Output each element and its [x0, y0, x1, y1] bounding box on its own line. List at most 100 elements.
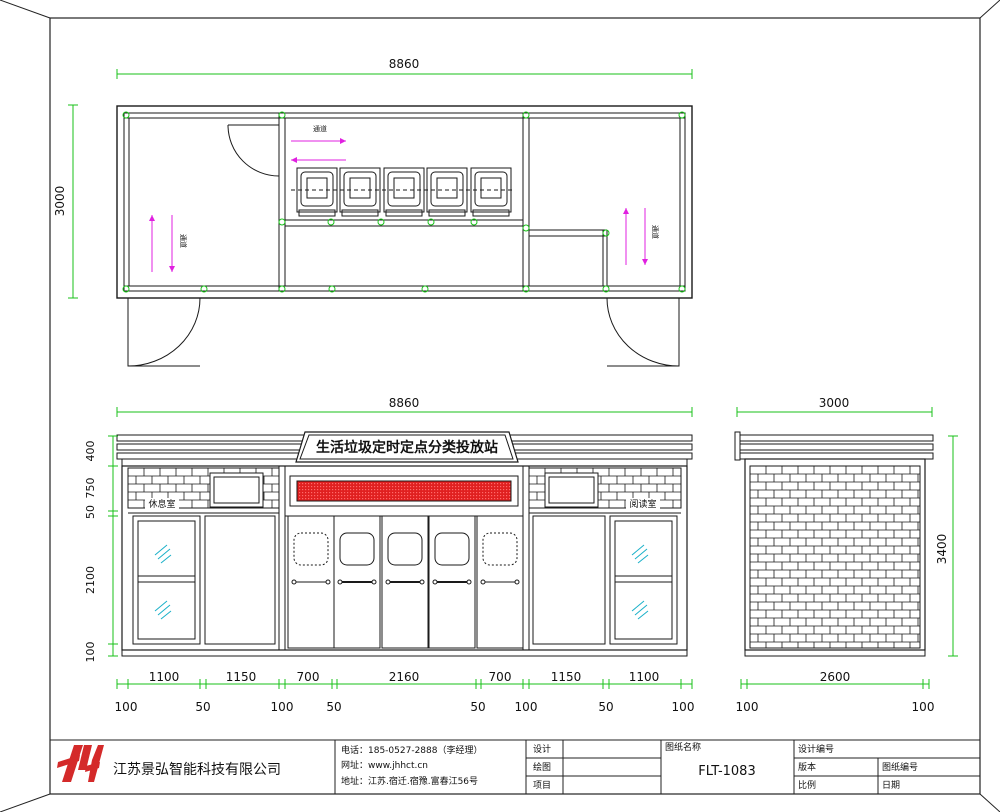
plan-view: 8860 3000 通道: [53, 57, 693, 367]
bin-door: [428, 515, 476, 649]
side-small-dim: 100: [912, 700, 935, 714]
side-height-dim: 3400: [935, 534, 949, 565]
front-vertical-dim: 50: [84, 505, 97, 519]
front-vertical-dim: 400: [84, 441, 97, 462]
front-bottom-dim: 1100: [149, 670, 180, 684]
front-small-dim: 100: [672, 700, 695, 714]
corner-mark: [979, 0, 1000, 19]
plan-bins: [291, 167, 515, 217]
bin-door: [381, 515, 429, 649]
bin-door: [476, 515, 524, 649]
front-small-dim: 100: [271, 700, 294, 714]
address-text: 地址：江苏.宿迁.宿豫.富春江56号: [341, 775, 478, 787]
column-node: [522, 285, 530, 293]
drawing-name: FLT-1083: [698, 764, 755, 779]
corner-mark: [979, 793, 1000, 812]
screen-right: [544, 472, 599, 508]
front-bottom-dim: 700: [297, 670, 320, 684]
scale-label: 比例: [798, 779, 816, 791]
plan-width-dim: 8860: [389, 57, 420, 71]
sign-text: 生活垃圾定时定点分类投放站: [316, 439, 498, 456]
plan-left-door: [127, 297, 201, 367]
column-node: [602, 229, 610, 237]
column-node: [328, 285, 336, 293]
side-small-dim: 100: [736, 700, 759, 714]
column-node: [278, 285, 286, 293]
front-bottom-dim: 1150: [551, 670, 582, 684]
plan-outer-wall: [116, 105, 693, 299]
screen-left: [209, 472, 264, 508]
column-node: [122, 285, 130, 293]
sign-board: [295, 431, 519, 463]
front-small-dim: 50: [195, 700, 210, 714]
column-node: [122, 111, 130, 119]
front-small-dim: 50: [326, 700, 341, 714]
title-block: 江苏景弘智能科技有限公司 电话：185-0527-2888（李经理） 网址：ww…: [50, 739, 980, 794]
drawing-name-label: 图纸名称: [665, 741, 701, 753]
wall-panel-left: [204, 515, 276, 645]
column-node: [421, 285, 429, 293]
front-bottom-dim: 1100: [629, 670, 660, 684]
side-elevation: 3000 3400 2600 100 100: [734, 396, 958, 714]
front-small-dim: 50: [470, 700, 485, 714]
design-label: 设计: [533, 743, 551, 755]
front-small-dim: 100: [115, 700, 138, 714]
column-node: [327, 218, 335, 226]
plan-right-door: [606, 297, 680, 367]
door-left-frame: [132, 515, 201, 645]
plan-depth-dim: 3000: [53, 186, 67, 217]
side-bottom-dim: 2600: [820, 670, 851, 684]
column-node: [377, 218, 385, 226]
aisle-label-right: 通道: [651, 225, 660, 239]
column-node: [522, 111, 530, 119]
front-small-dim: 100: [515, 700, 538, 714]
phone-text: 电话：185-0527-2888（李经理）: [341, 744, 482, 756]
column-node: [602, 285, 610, 293]
sheet-no-label: 图纸编号: [882, 761, 918, 773]
front-small-dim: 50: [598, 700, 613, 714]
sheet-border: [49, 17, 981, 795]
brick-wall-side: [749, 465, 921, 649]
plan-interior-door: [227, 124, 280, 177]
company-logo: [57, 745, 104, 782]
column-node: [470, 218, 478, 226]
corner-mark: [0, 793, 51, 812]
design-no-label: 设计编号: [798, 743, 834, 755]
column-node: [678, 285, 686, 293]
side-width-dim: 3000: [819, 396, 850, 410]
plan-inner-wall: [123, 112, 686, 292]
room-label-right: 阅读室: [629, 498, 656, 510]
bin-door: [333, 515, 381, 649]
wall-panel-right: [532, 515, 606, 645]
company-name: 江苏景弘智能科技有限公司: [113, 762, 281, 778]
column-node: [278, 218, 286, 226]
drawing-label: 绘图: [533, 761, 551, 773]
plan-column-nodes: [122, 111, 686, 293]
aisle-label-left: 通道: [179, 234, 188, 248]
front-vertical-dim: 100: [84, 642, 97, 663]
front-bottom-dim: 1150: [226, 670, 257, 684]
front-vertical-dim: 750: [84, 478, 97, 499]
corner-mark: [0, 0, 51, 19]
room-label-left: 休息室: [148, 498, 175, 510]
website-text: 网址：www.jhhct.cn: [341, 759, 428, 771]
front-elevation: 8860 生活垃圾定时定点分类投放站 休息室: [84, 396, 694, 714]
front-bottom-dim: 2160: [389, 670, 420, 684]
plan-bin: [296, 167, 338, 213]
column-node: [278, 111, 286, 119]
front-vertical-dim: 2100: [84, 566, 97, 594]
front-width-dim: 8860: [389, 396, 420, 410]
column-node: [522, 224, 530, 232]
column-node: [678, 111, 686, 119]
aisle-label-top: 通道: [313, 124, 327, 133]
glass-reflection: [154, 544, 172, 620]
bin-doors: [284, 515, 524, 651]
date-label: 日期: [882, 780, 900, 791]
door-right-frame: [609, 515, 678, 645]
version-label: 版本: [798, 761, 816, 773]
front-bottom-dim: 700: [489, 670, 512, 684]
column-node: [427, 218, 435, 226]
project-label: 项目: [533, 780, 551, 791]
column-node: [200, 285, 208, 293]
